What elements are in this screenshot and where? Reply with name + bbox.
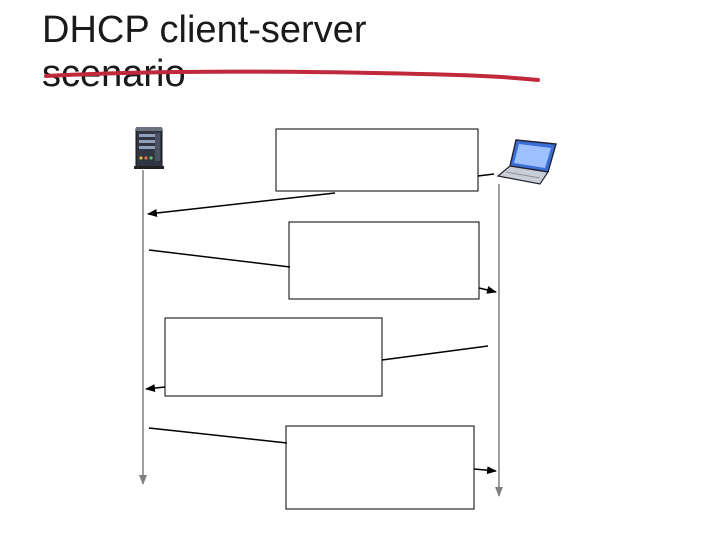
message-arrow-2-to-client bbox=[478, 286, 497, 294]
title-underline bbox=[44, 69, 540, 82]
message-arrow-3-to-server bbox=[145, 384, 166, 393]
message-box-3 bbox=[164, 317, 383, 397]
laptop-icon bbox=[496, 139, 557, 185]
message-box-1 bbox=[275, 128, 479, 192]
message-arrow-1-to-server bbox=[147, 192, 336, 217]
message-arrow-4-to-client bbox=[473, 466, 497, 475]
message-arrow-4-from-server bbox=[148, 427, 288, 444]
message-arrow-1-client-to-server bbox=[477, 173, 495, 177]
message-arrow-3-from-client bbox=[381, 345, 489, 361]
message-box-2 bbox=[288, 221, 480, 300]
message-arrow-2-from-server bbox=[148, 249, 291, 268]
server-icon bbox=[134, 127, 164, 169]
message-box-4 bbox=[285, 425, 475, 510]
title-line-1: DHCP client-server bbox=[42, 9, 367, 51]
